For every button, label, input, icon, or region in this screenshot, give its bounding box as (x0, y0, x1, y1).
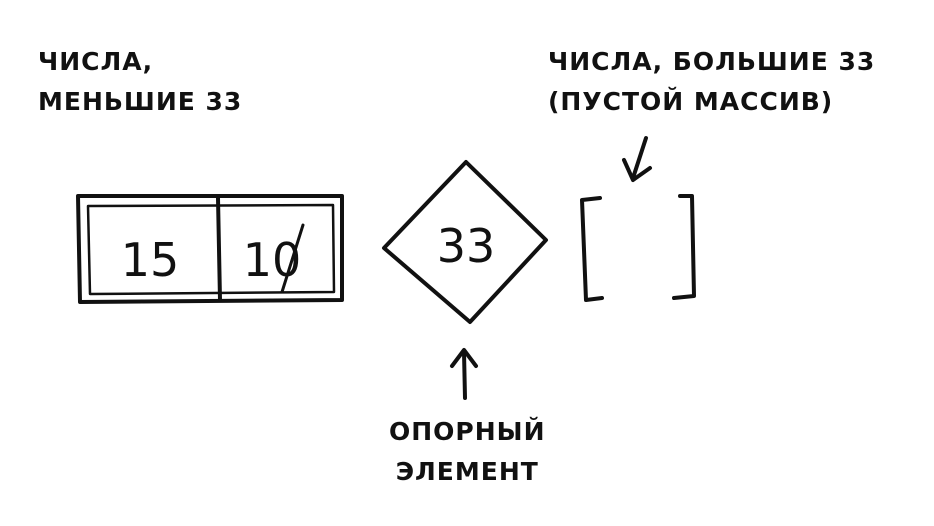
greater-caption-line-2: (ПУСТОЙ МАССИВ) (548, 87, 834, 116)
left-bracket (580, 196, 604, 302)
right-bracket (672, 194, 696, 300)
empty-right-subarray (580, 194, 696, 302)
pivot-value: 33 (437, 219, 496, 273)
pivot-caption-line-1: ОПОРНЫЙ (389, 417, 546, 446)
left-subarray (76, 194, 344, 304)
left-subarray-outline (76, 194, 344, 304)
less-than-pivot-caption: ЧИСЛА, МЕНЬШИЕ 33 (38, 42, 242, 122)
arrow-up-icon (450, 348, 478, 400)
left-subarray-cell-1: 15 (121, 233, 180, 287)
pivot-caption-line-2: ЭЛЕМЕНТ (395, 457, 539, 486)
greater-caption-line-1: ЧИСЛА, БОЛЬШИЕ 33 (548, 47, 876, 76)
greater-than-pivot-caption: ЧИСЛА, БОЛЬШИЕ 33 (ПУСТОЙ МАССИВ) (548, 42, 875, 122)
arrow-down-icon (622, 136, 652, 182)
zero-slash-mark (280, 223, 305, 294)
pivot-caption: ОПОРНЫЙ ЭЛЕМЕНТ (389, 412, 546, 492)
left-subarray-inner-border (86, 203, 336, 296)
less-caption-line-2: МЕНЬШИЕ 33 (38, 87, 243, 116)
pivot-diamond (382, 160, 548, 324)
left-subarray-divider (216, 196, 222, 302)
less-caption-line-1: ЧИСЛА, (38, 47, 154, 76)
